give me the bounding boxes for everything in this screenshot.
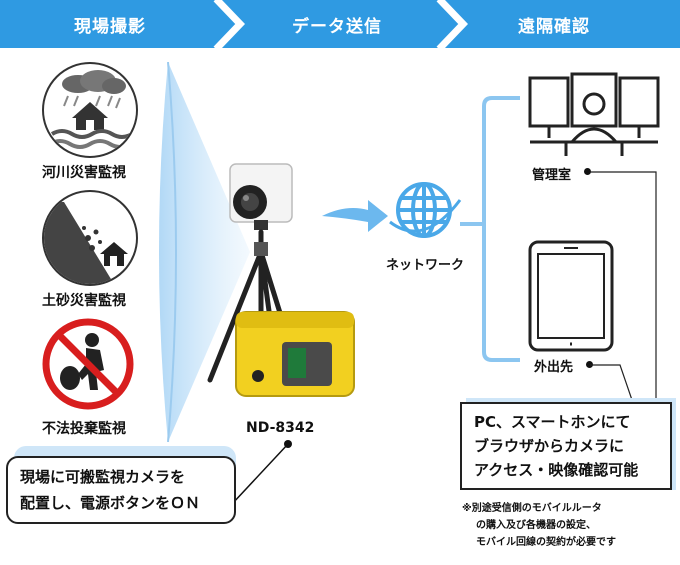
camera-icon — [229, 163, 293, 230]
globe-icon — [389, 182, 462, 238]
illegal-dumping-icon — [42, 318, 134, 410]
network-label: ネットワーク — [386, 258, 465, 273]
control-room-dot — [584, 168, 591, 175]
field-instruction-line: 配置し、電源ボタンをＯＮ — [20, 494, 201, 512]
footnote: ※別途受信側のモバイルルータ の購入及び各機器の設定、 モバイル回線の契約が必要… — [462, 500, 616, 551]
bracket-lines — [460, 96, 520, 362]
battery-case — [235, 311, 355, 397]
field-instruction-line: 現場に可搬監視カメラを — [20, 468, 186, 486]
remote-access-box: PC、スマートホンにて ブラウザからカメラに アクセス・映像確認可能 — [460, 402, 672, 490]
connector-line — [231, 440, 292, 505]
footnote-line: モバイル回線の契約が必要です — [476, 537, 616, 548]
step-2-chevron — [222, 0, 461, 48]
place-connector-lines — [590, 171, 657, 401]
step-1-chevron — [0, 0, 238, 48]
remote-access-line: PC、スマートホンにて — [474, 413, 631, 431]
category-label: 河川災害監視 — [42, 165, 126, 181]
landslide-icon — [42, 190, 138, 286]
camera-view-cone — [159, 62, 250, 442]
step-3-label: 遠隔確認 — [518, 17, 590, 37]
remote-access-line: アクセス・映像確認可能 — [474, 461, 639, 479]
outside-dot — [586, 361, 593, 368]
process-band — [0, 0, 680, 48]
field-instruction-callout: 現場に可搬監視カメラを 配置し、電源ボタンをＯＮ — [6, 456, 236, 524]
device-model-label: ND-8342 — [246, 420, 315, 436]
footnote-line: の購入及び各機器の設定、 — [476, 520, 596, 531]
tablet-icon — [528, 240, 614, 352]
step-3-chevron — [445, 0, 680, 48]
river-disaster-icon — [42, 62, 138, 158]
outside-label: 外出先 — [534, 360, 574, 375]
footnote-line: ※別途受信側のモバイルルータ — [462, 503, 602, 514]
portable-camera-unit — [207, 163, 355, 397]
step-1-label: 現場撮影 — [74, 17, 146, 37]
step-2-label: データ送信 — [292, 17, 382, 37]
category-label: 不法投棄監視 — [42, 421, 126, 437]
remote-access-line: ブラウザからカメラに — [474, 437, 625, 455]
send-arrow — [322, 200, 388, 232]
pc-workstation-icon — [528, 72, 660, 156]
control-room-label: 管理室 — [532, 168, 572, 183]
category-label: 土砂災害監視 — [42, 293, 126, 309]
